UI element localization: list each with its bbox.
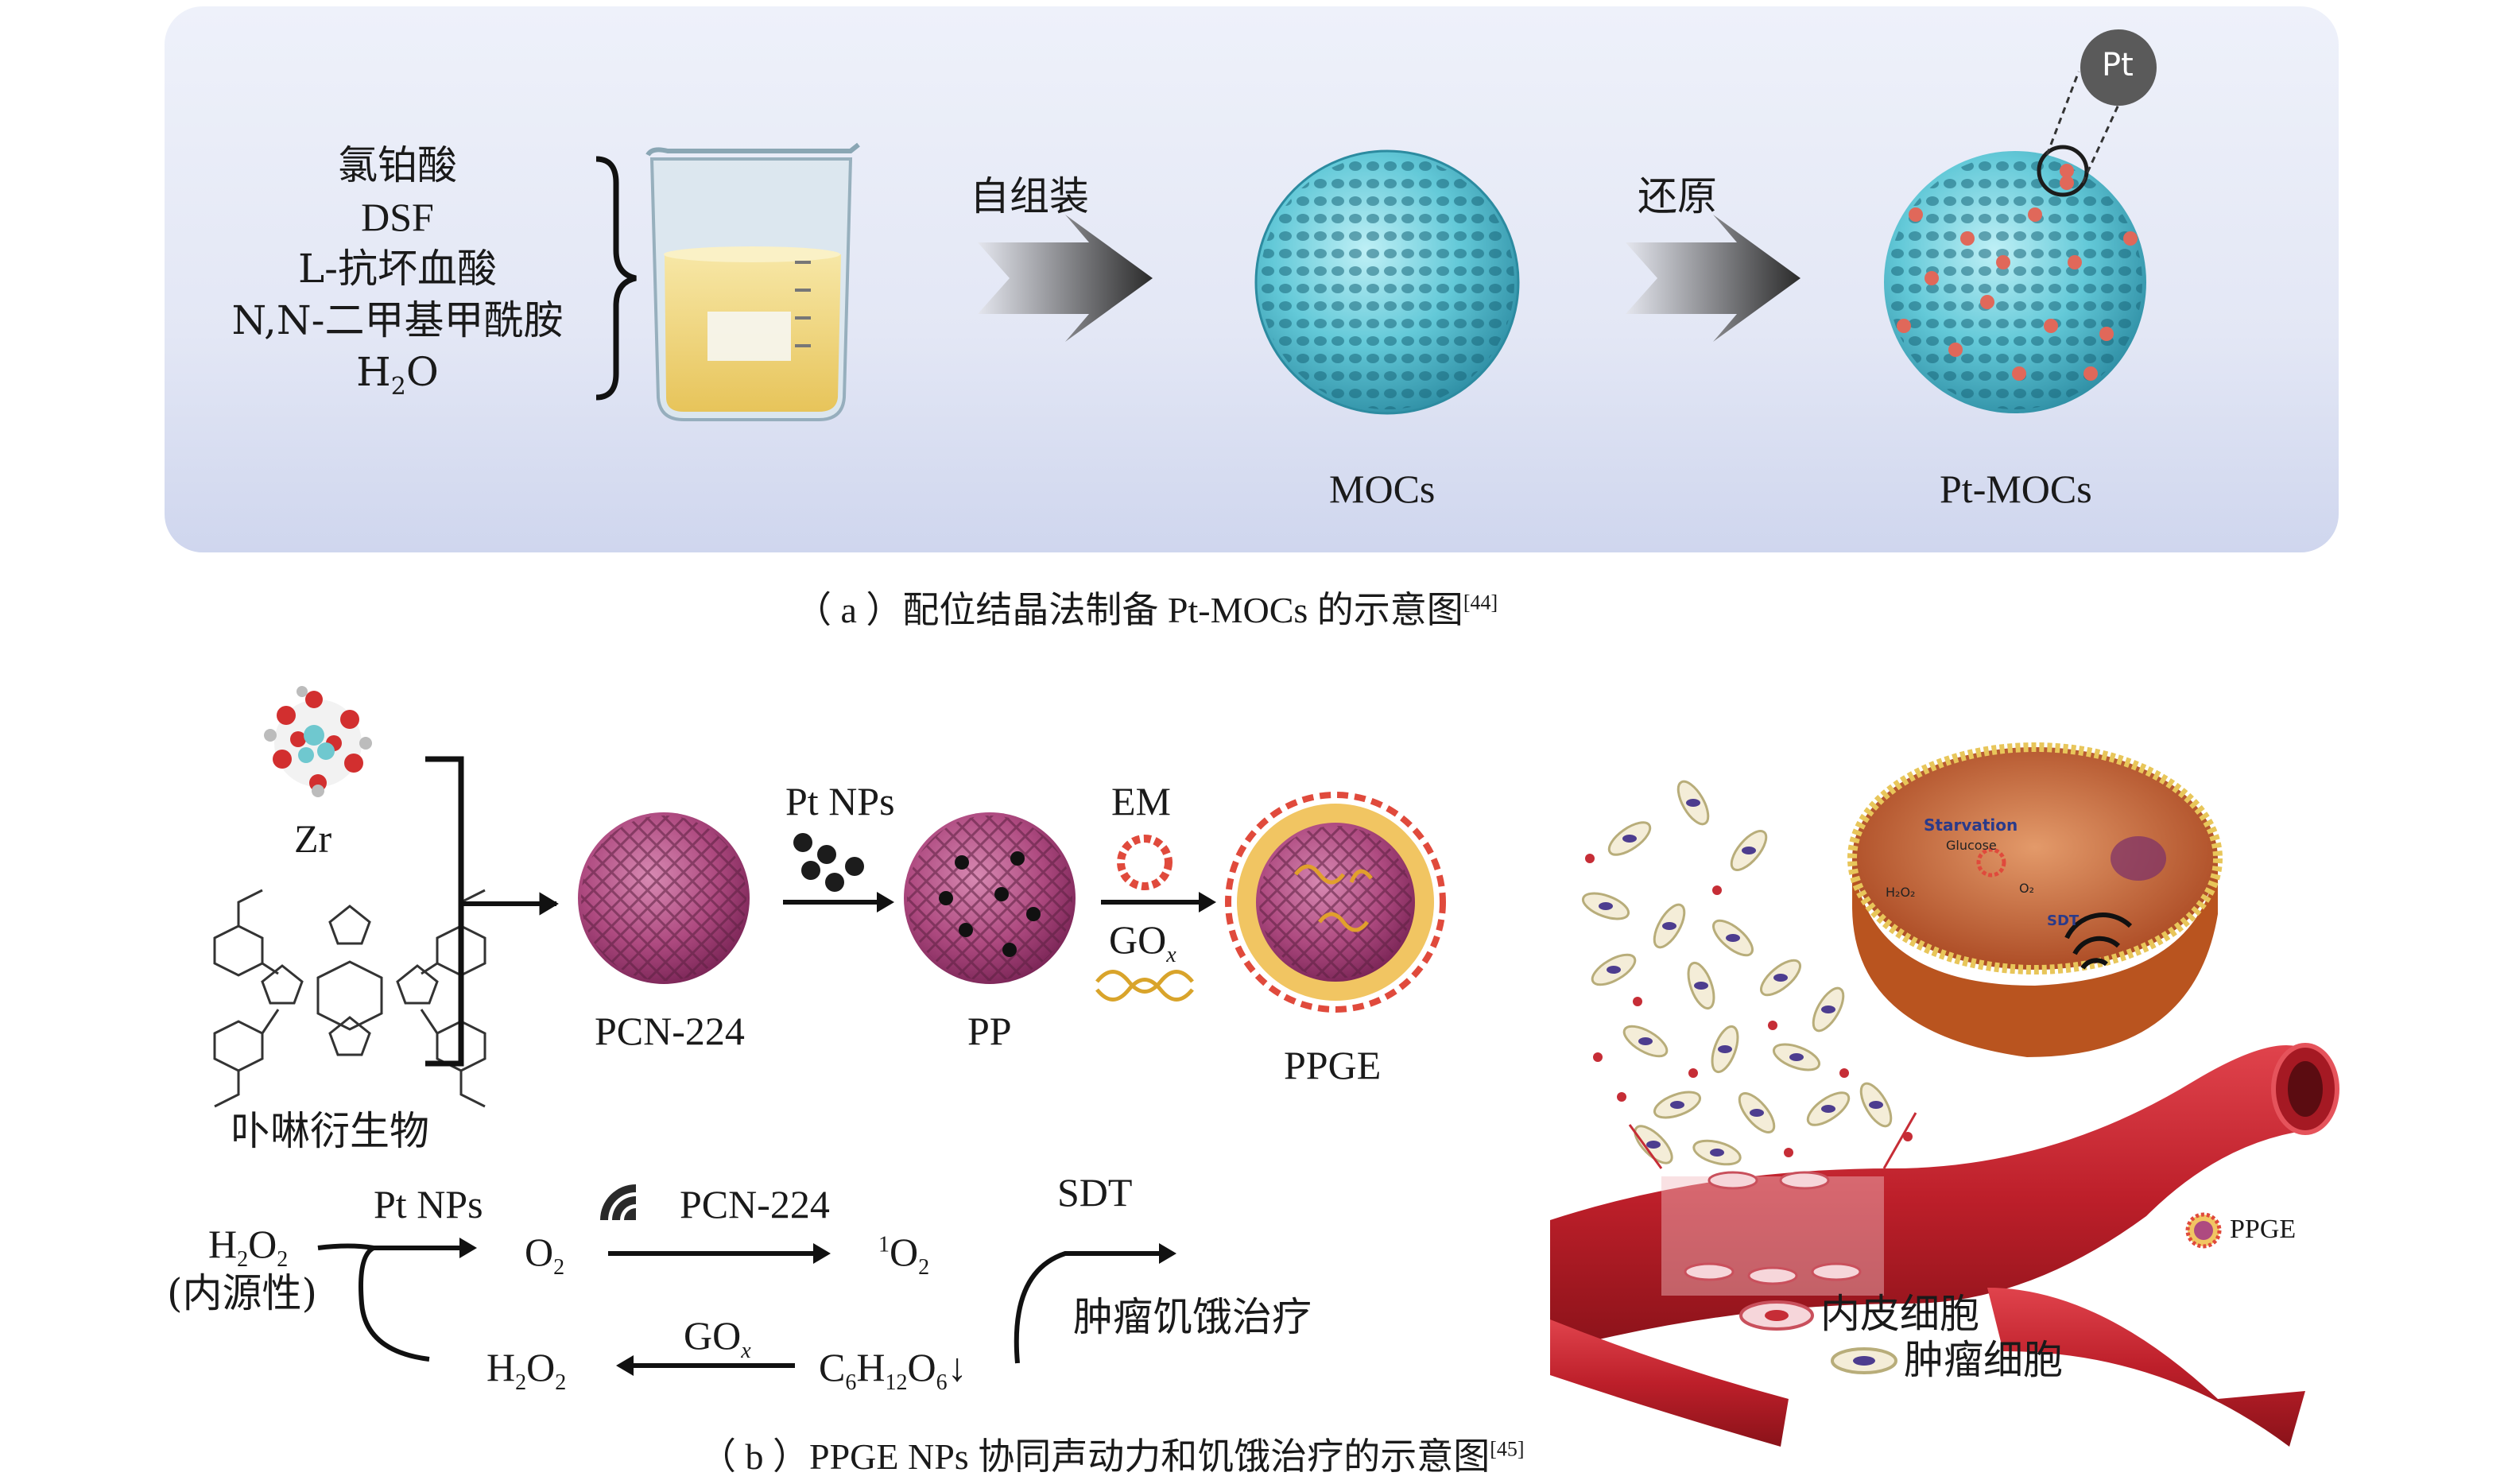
ingredient-dmf: N,N-二甲基甲酰胺	[231, 297, 564, 343]
illus-o2: O₂	[2019, 881, 2035, 896]
pcn-224-label: PCN-224	[595, 1009, 745, 1053]
tumor-slab	[1847, 742, 2223, 1057]
scheme-therapy: 肿瘤饥饿治疗	[1073, 1294, 1312, 1340]
ppge-legend-icon	[2185, 1212, 2222, 1249]
zr-label: Zr	[294, 816, 332, 861]
scheme-sdt: SDT	[1057, 1170, 1133, 1215]
zr-cluster-icon	[264, 686, 372, 797]
pt-nps-dots	[793, 833, 864, 892]
illus-endothelial-label: 内皮细胞	[1820, 1291, 1979, 1337]
scheme-singlet-o2: 1O2	[878, 1230, 930, 1280]
ingredient-dsf: DSF	[361, 195, 434, 239]
scheme-endogenous: (内源性)	[167, 1270, 318, 1316]
scheme-o2: O2	[525, 1230, 565, 1280]
em-label: EM	[1111, 779, 1171, 823]
arrow-sdt-curve	[1014, 1251, 1169, 1364]
arrow-h2o2-to-o2	[317, 1243, 469, 1250]
reduction-label: 还原	[1638, 173, 1717, 219]
arrow-reduction	[1626, 215, 1800, 342]
illus-glucose: Glucose	[1946, 838, 1997, 853]
illus-starvation: Starvation	[1924, 816, 2018, 835]
pt-moc-sphere	[1884, 29, 2157, 413]
bracket-b	[425, 756, 464, 1067]
pcn-224-sphere	[578, 812, 750, 984]
blood-vessels	[1550, 1043, 2339, 1447]
scheme-pt-nps: Pt NPs	[374, 1182, 483, 1226]
porphyrin-structure-icon	[213, 889, 486, 1108]
arrow-recycle-curve	[359, 1246, 430, 1362]
em-membrane-icon	[1117, 835, 1173, 890]
porphyrin-label: 卟啉衍生物	[231, 1108, 429, 1154]
gox-enzyme-icon	[1095, 970, 1194, 1002]
pp-sphere	[904, 812, 1076, 984]
illus-h2o2: H₂O₂	[1886, 885, 1916, 900]
scheme-h2o2-top: H2O2	[208, 1222, 289, 1272]
scheme-pcn-224: PCN-224	[680, 1182, 830, 1226]
ingredient-water: H2O	[356, 349, 439, 401]
ingredient-ascorbic-acid: L-抗坏血酸	[297, 246, 498, 292]
scheme-glucose: C6H12O6↓	[819, 1345, 967, 1395]
caption-b: （ b ）PPGE NPs 协同声动力和饥饿治疗的示意图[45]	[700, 1436, 1525, 1477]
beaker	[645, 142, 860, 421]
moc-sphere	[1254, 149, 1520, 415]
illus-ppge-legend: PPGE	[2230, 1215, 2297, 1244]
scheme-h2o2-bottom: H2O2	[486, 1345, 567, 1395]
caption-a: （ a ）配位结晶法制备 Pt-MOCs 的示意图[44]	[795, 590, 1498, 630]
self-assembly-label: 自组装	[970, 173, 1089, 219]
pp-label: PP	[967, 1009, 1012, 1053]
tumor-illustration	[1550, 742, 2339, 1447]
brace-a	[595, 156, 637, 401]
tumor-cell-legend-icon	[1831, 1347, 1897, 1374]
arrow-self-assembly	[978, 215, 1153, 342]
gox-label: GOx	[1109, 917, 1176, 967]
pt-badge: Pt	[2102, 47, 2134, 83]
ppge-label: PPGE	[1284, 1043, 1382, 1087]
ingredient-chloroplatinic-acid: 氯铂酸	[338, 142, 457, 188]
illus-tumor-cell-label: 肿瘤细胞	[1904, 1337, 2063, 1383]
moc-label: MOCs	[1329, 467, 1436, 511]
endothelial-legend-icon	[1739, 1300, 1814, 1331]
scheme-gox: GOx	[684, 1313, 751, 1363]
tumor-cells-scatter	[1581, 780, 1913, 1166]
ppge-sphere	[1225, 792, 1446, 1013]
illus-sdt: SDT	[2047, 912, 2080, 929]
pt-moc-label: Pt-MOCs	[1940, 467, 2092, 511]
pt-nps-label: Pt NPs	[785, 779, 895, 823]
ultrasound-icon	[600, 1184, 636, 1220]
